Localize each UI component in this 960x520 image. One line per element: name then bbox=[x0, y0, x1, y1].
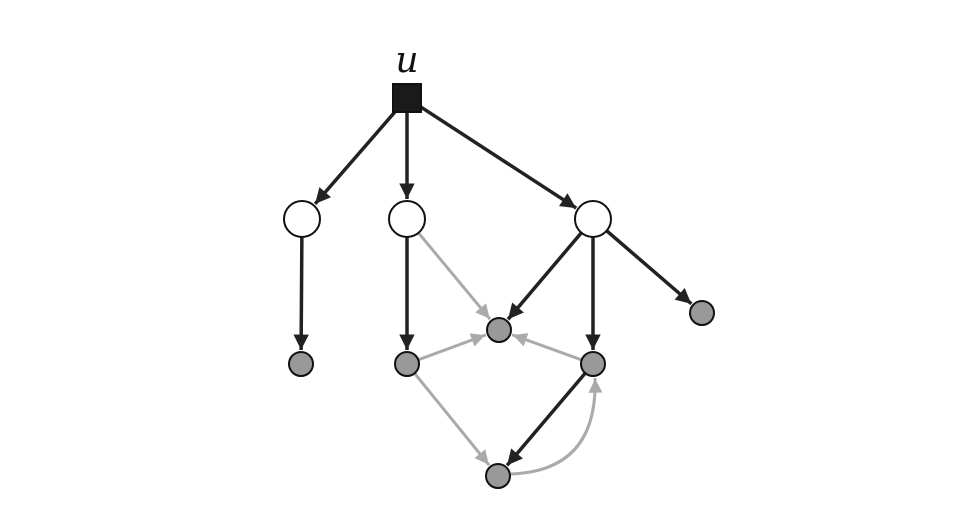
node-b bbox=[388, 200, 426, 238]
edge-u-c bbox=[418, 104, 578, 210]
node-f bbox=[486, 317, 512, 343]
node-g bbox=[580, 351, 606, 377]
edge-b-f bbox=[417, 231, 492, 321]
node-d bbox=[288, 351, 314, 377]
edge-e-i bbox=[413, 372, 491, 467]
node-i bbox=[485, 463, 511, 489]
edges-layer bbox=[293, 104, 693, 476]
edge-e-f bbox=[417, 333, 487, 362]
edge-u-a bbox=[313, 108, 399, 206]
nodes-layer bbox=[283, 83, 715, 489]
node-a bbox=[283, 200, 321, 238]
root-label: u bbox=[395, 40, 418, 81]
edge-i-g bbox=[510, 377, 603, 476]
edge-c-h bbox=[605, 229, 693, 306]
edge-g-f bbox=[511, 333, 583, 362]
node-u bbox=[392, 83, 422, 113]
edge-a-d bbox=[293, 236, 309, 351]
node-c bbox=[574, 200, 612, 238]
node-h bbox=[689, 300, 715, 326]
node-e bbox=[394, 351, 420, 377]
edge-c-f bbox=[506, 231, 583, 321]
edge-g-i bbox=[505, 372, 587, 467]
